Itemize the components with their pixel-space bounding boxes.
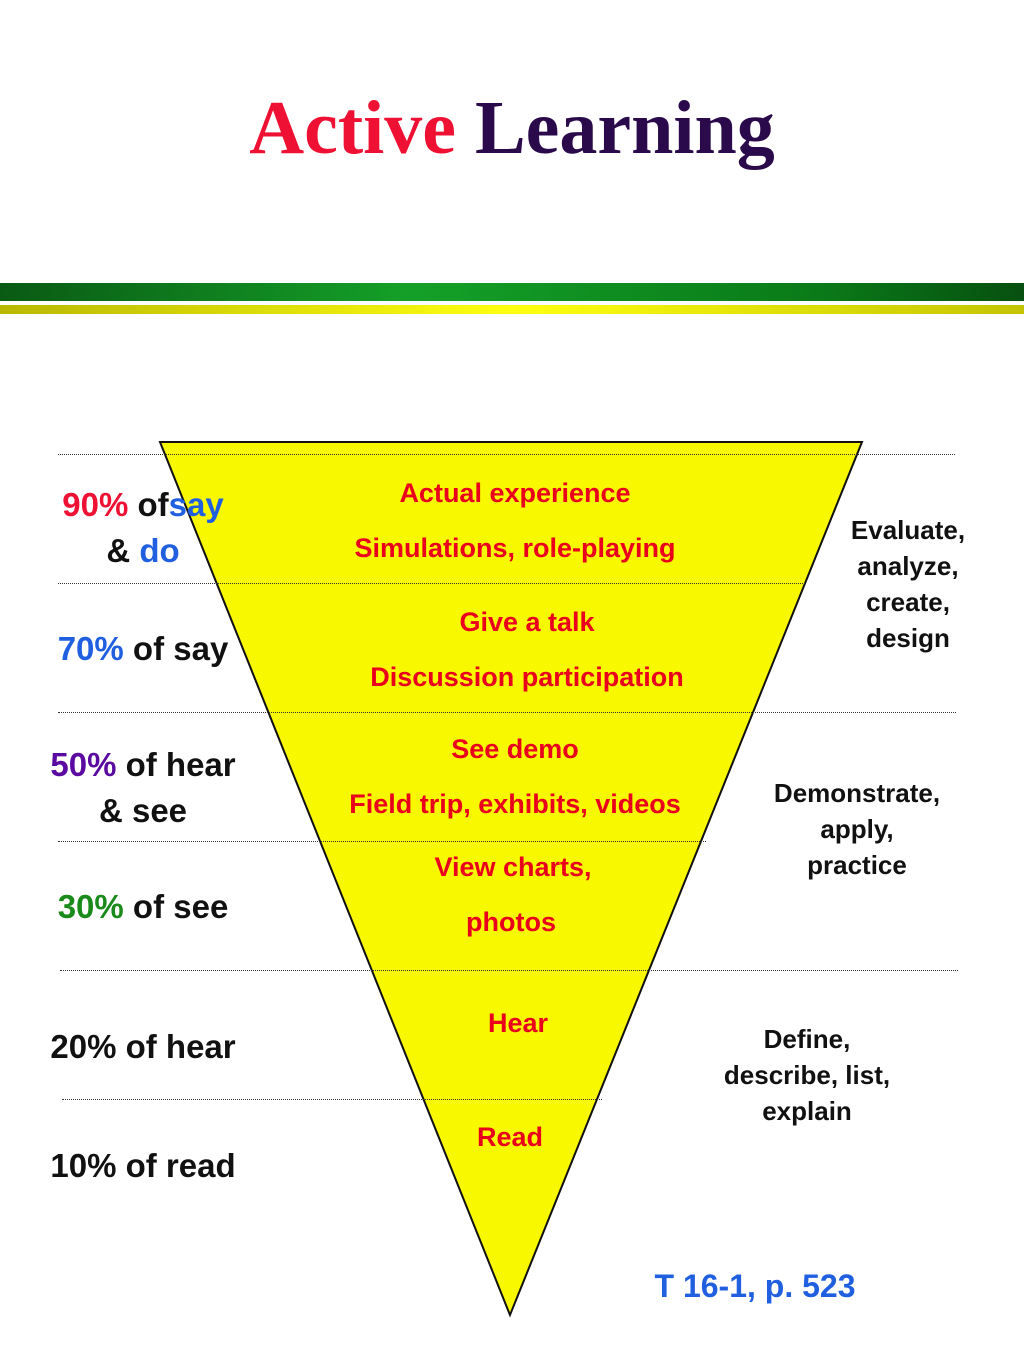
title-word-learning: Learning — [474, 86, 775, 170]
pyramid-simulations: Simulations, role-playing — [354, 533, 676, 563]
pyramid-read: Read — [476, 1122, 544, 1152]
divider-line — [58, 712, 956, 713]
row-90-label: 90% ofsay & do — [62, 486, 224, 569]
pyramid-discussion: Discussion participation — [370, 662, 684, 692]
pyramid-hear: Hear — [487, 1008, 549, 1038]
divider-line — [62, 1099, 602, 1100]
divider-line — [58, 841, 706, 842]
right-label-demonstrate: Demonstrate, apply, practice — [773, 778, 941, 880]
row-50-label: 50% of hear & see — [50, 746, 236, 829]
pyramid-view-charts: View charts, — [434, 852, 592, 882]
pyramid-see-demo: See demo — [451, 734, 579, 764]
pct-90: 90% — [62, 486, 129, 523]
reference-label: T 16-1, p. 523 — [654, 1268, 856, 1304]
pyramid-actual-experience: Actual experience — [399, 478, 631, 508]
right-label-define: Define, describe, list, explain — [723, 1024, 891, 1126]
row-30-label: 30% of see — [57, 888, 229, 925]
pct-70: 70% — [57, 630, 124, 667]
divider-line — [58, 583, 805, 584]
title-word-active: Active — [249, 86, 456, 170]
pct-30: 30% — [57, 888, 124, 925]
yellow-band — [0, 305, 1024, 314]
page-title: Active Learning — [0, 78, 1024, 178]
divider-line — [58, 454, 955, 455]
pct-50: 50% — [50, 746, 117, 783]
row-10-label: 10% of read — [50, 1147, 236, 1184]
row-70-label: 70% of say — [57, 630, 229, 667]
divider-line — [60, 970, 958, 971]
green-band — [0, 283, 1024, 301]
pyramid-field-trip: Field trip, exhibits, videos — [349, 789, 681, 819]
row-20-label: 20% of hear — [50, 1028, 236, 1065]
pyramid-give-a-talk: Give a talk — [459, 607, 595, 637]
pyramid-photos: photos — [466, 907, 556, 937]
right-label-evaluate: Evaluate, analyze, create, design — [850, 515, 966, 653]
